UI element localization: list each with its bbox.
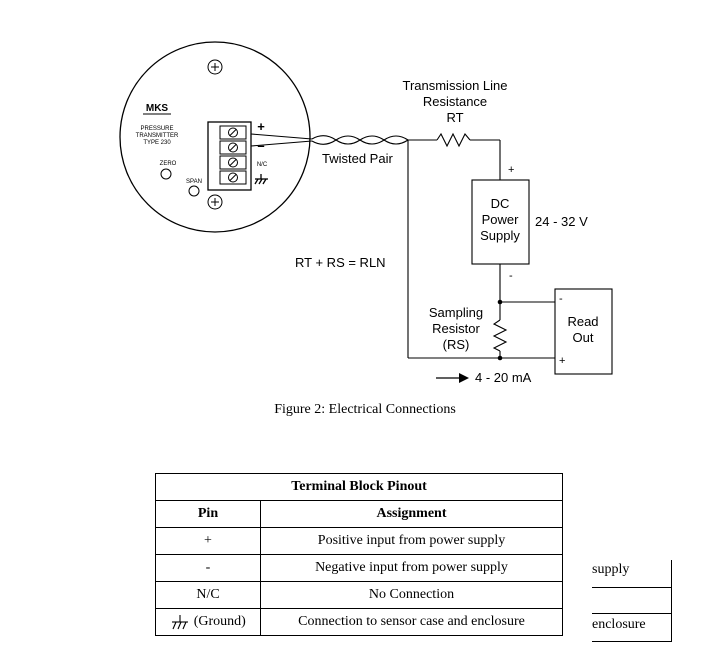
return-wire [407,140,555,359]
power-supply-label-2: Power [482,212,520,227]
pin-cell: + [155,527,261,555]
supply-minus-label: - [509,270,513,282]
mounting-screw-top-icon [207,59,223,75]
pin-cell-ground: (Ground) [155,608,261,636]
pin-cell: - [155,554,261,582]
span-label: SPAN [186,179,202,185]
sampling-resistor [492,264,555,358]
readout-minus-label: - [559,293,563,305]
table-title: Terminal Block Pinout [155,473,563,501]
electrical-connections-diagram: MKS PRESSURE TRANSMITTER TYPE 230 ZERO S… [119,41,613,385]
model-line-3: TYPE 230 [143,140,171,146]
twisted-pair-label: Twisted Pair [322,151,393,166]
terminal-plus-label: + [257,119,265,134]
model-line-2: TRANSMITTER [136,133,179,139]
table-title-row: Terminal Block Pinout [155,473,563,501]
power-supply-label-1: DC [491,196,510,211]
supply-plus-label: + [508,164,514,176]
fragment-border [671,560,673,642]
assignment-cell: No Connection [260,581,563,609]
sampling-resistor-label-1: Sampling [429,305,483,320]
terminal-ground-icon [254,174,268,185]
ground-label: (Ground) [193,614,246,630]
mounting-screw-bottom-icon [207,194,223,210]
header-assignment: Assignment [260,500,563,528]
fragment-divider [592,587,672,589]
supply-voltage: 24 - 32 V [535,214,588,229]
terminal-block-pinout-table: Terminal Block Pinout Pin Assignment + P… [155,473,563,636]
figure-caption: Figure 2: Electrical Connections [274,402,456,417]
assignment-cell: Connection to sensor case and enclosure [260,608,563,636]
table-row: (Ground) Connection to sensor case and e… [155,608,563,636]
fragment-text-supply: supply [592,562,630,577]
current-range-label: 4 - 20 mA [475,370,532,385]
transmission-line-label-2: Resistance [423,94,487,109]
fragment-divider [592,641,672,643]
fragment-divider [592,613,672,615]
transmission-line-label-1: Transmission Line [402,78,507,93]
transmission-line-resistor [408,132,501,180]
table-row: + Positive input from power supply [155,527,563,555]
span-adjust [188,185,200,197]
sampling-resistor-label-2: Resistor [432,321,480,336]
assignment-cell: Negative input from power supply [260,554,563,582]
readout-box [554,288,613,375]
current-arrow-icon [436,373,469,383]
power-supply-label-3: Supply [480,228,520,243]
zero-label: ZERO [160,161,177,167]
sampling-resistor-label-3: (RS) [443,337,470,352]
table-header-row: Pin Assignment [155,500,563,528]
terminal-nc-label: N/C [257,162,268,168]
transmission-line-label-3: RT [446,110,463,125]
assignment-cell: Positive input from power supply [260,527,563,555]
readout-plus-label: + [559,355,565,367]
table-row: N/C No Connection [155,581,563,609]
readout-label-1: Read [567,314,598,329]
header-pin: Pin [155,500,261,528]
zero-adjust [160,168,172,180]
ground-icon [172,615,189,630]
junction-node-bottom [497,355,503,361]
fragment-text-enclosure: enclosure [592,617,646,632]
table-row: - Negative input from power supply [155,554,563,582]
resistance-equation: RT + RS = RLN [295,255,386,270]
readout-label-2: Out [573,330,594,345]
twisted-pair-wires [250,133,409,147]
junction-node-top [497,299,503,305]
dc-power-supply [471,179,530,265]
model-line-1: PRESSURE [140,126,173,132]
pin-cell: N/C [155,581,261,609]
mks-logo: MKS [146,103,169,114]
terminal-screws [219,125,247,185]
